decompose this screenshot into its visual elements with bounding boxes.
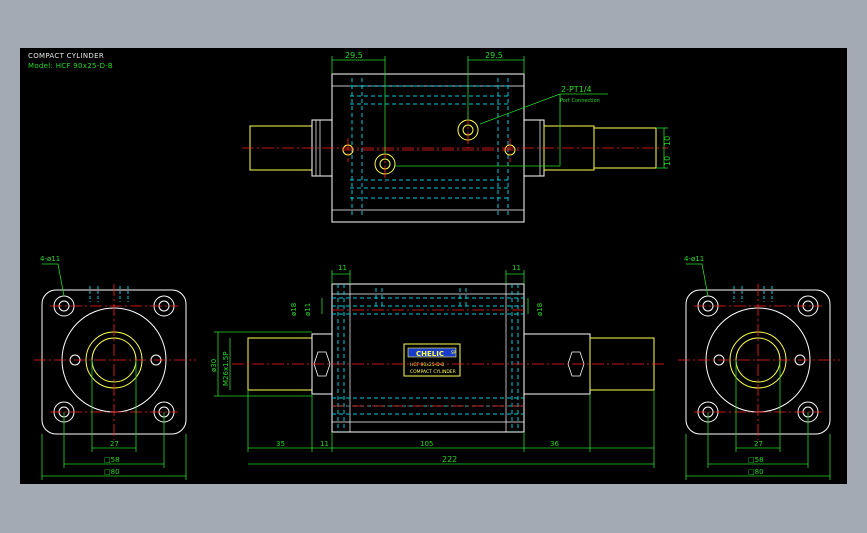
nameplate-line1: HCF 90x25-D-B (410, 362, 444, 368)
cad-viewport[interactable]: COMPACT CYLINDER Model: HCF 90x25-D-B (20, 48, 847, 484)
front-center-lines (232, 309, 666, 407)
dim-seg-35: 35 (276, 440, 285, 448)
dim-bore-11: ø11 (304, 303, 312, 316)
dim-thread: M26x1.5P (222, 352, 230, 386)
dim-side-58b: □58 (748, 456, 764, 464)
dim-bore-18b: ø18 (536, 303, 544, 316)
top-center-lines (242, 112, 668, 182)
dim-side-27a: 27 (110, 440, 119, 448)
top-view: 29.5 29.5 2-PT1/4 Port Connection 10 10 (242, 51, 672, 223)
dim-top-right: 29.5 (485, 51, 503, 60)
nameplate (403, 343, 461, 377)
front-view: CHELIC SP HCF 90x25-D-B COMPACT CYLINDER (210, 264, 666, 468)
dim-side-80b: □80 (748, 468, 764, 476)
dim-bore-18a: ø18 (290, 303, 298, 316)
cad-drawing: 29.5 29.5 2-PT1/4 Port Connection 10 10 (34, 51, 840, 480)
top-dimensions (331, 56, 668, 169)
dim-side-58a: □58 (104, 456, 120, 464)
dim-hole-left: 4-ø11 (40, 255, 60, 263)
left-side-view: 4-ø11 27 □58 □80 (34, 255, 196, 480)
dim-hole-right: 4-ø11 (684, 255, 704, 263)
nameplate-brand: CHELIC (416, 350, 444, 358)
drawing-title: COMPACT CYLINDER (28, 52, 104, 60)
front-dimensions (214, 270, 655, 468)
nameplate-brand-box (407, 347, 457, 358)
dim-port-sub: Port Connection (560, 98, 600, 104)
dim-port: 2-PT1/4 (561, 85, 592, 94)
dim-right-b: 10 (663, 156, 672, 166)
dim-side-80a: □80 (104, 468, 120, 476)
dim-seg-11: 11 (320, 440, 329, 448)
dim-shaft-30: ø30 (210, 359, 218, 372)
dim-right-a: 10 (663, 136, 672, 146)
nameplate-line2: COMPACT CYLINDER (410, 369, 456, 375)
drawing-model: Model: HCF 90x25-D-B (28, 62, 113, 70)
dim-side-27b: 27 (754, 440, 763, 448)
dim-len-11a: 11 (338, 264, 347, 272)
dim-total: 222 (442, 455, 457, 464)
dim-seg-36: 36 (550, 440, 559, 448)
dim-seg-105: 105 (420, 440, 433, 448)
dim-len-11b: 11 (512, 264, 521, 272)
right-side-view: 4-ø11 27 □58 □80 (678, 255, 840, 480)
nameplate-brand-sub: SP (451, 350, 457, 355)
dim-top-left: 29.5 (345, 51, 363, 60)
front-hidden-lines (332, 284, 524, 432)
